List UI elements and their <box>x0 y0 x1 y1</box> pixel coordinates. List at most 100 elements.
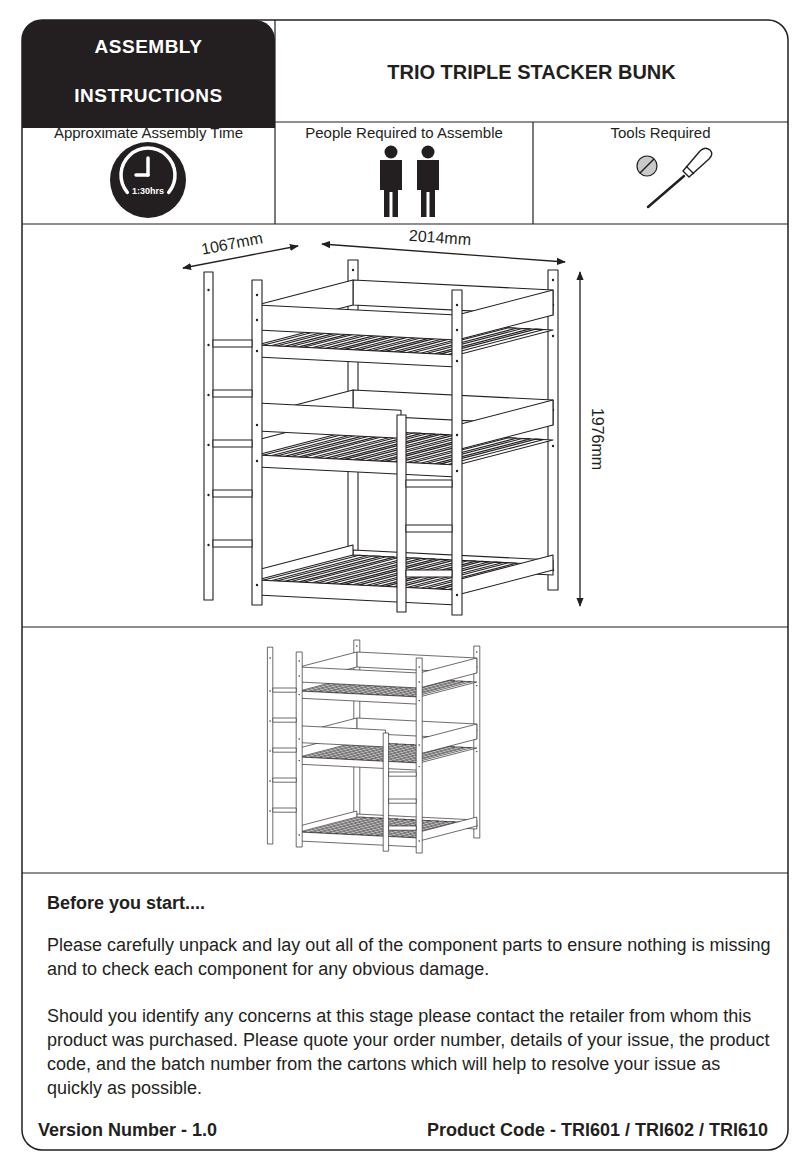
bed-post <box>474 646 480 838</box>
bolt-hole <box>418 700 419 701</box>
person-body <box>417 160 439 217</box>
ladder-rung <box>213 440 252 447</box>
bolt-hole <box>552 445 554 447</box>
bed-post <box>452 290 462 615</box>
bolt-hole <box>298 660 299 661</box>
divider-line <box>22 872 788 873</box>
tools-icon <box>637 148 712 207</box>
bolt-hole <box>418 840 419 841</box>
divider-line <box>22 626 788 627</box>
dimension-label: 2014mm <box>408 227 471 249</box>
info-cell: Approximate Assembly Time1:30hrs <box>22 122 275 224</box>
clock-badge: 1:30hrs <box>110 142 186 218</box>
bolt-hole <box>298 738 299 739</box>
bolt-hole <box>456 329 458 331</box>
ladder-rung <box>213 490 252 497</box>
bolt-hole <box>456 360 458 362</box>
bolt-hole <box>552 335 554 337</box>
bolt-hole <box>207 394 209 396</box>
ladder-rung <box>389 799 417 803</box>
end-board <box>457 400 553 450</box>
end-board <box>457 290 553 340</box>
clock-face <box>110 142 186 218</box>
divider-line <box>22 223 788 224</box>
product-code: Product Code - TRI601 / TRI602 / TRI610 <box>427 1119 768 1141</box>
screwdriver-shaft <box>648 176 684 207</box>
notes-panel: Before you start.... Please carefully unp… <box>22 873 788 1113</box>
bed-post <box>252 280 262 605</box>
clock-hand <box>146 158 150 175</box>
bolt-hole <box>256 424 258 426</box>
ladder-rung <box>213 540 252 547</box>
bolt-hole <box>269 810 270 811</box>
bolt-hole <box>256 319 258 321</box>
end-board <box>419 817 477 841</box>
bunk-illustration <box>204 260 558 615</box>
side-board <box>299 726 385 747</box>
bed-post <box>296 652 302 847</box>
end-board <box>457 555 553 595</box>
bolt-hole <box>269 657 270 658</box>
cell-text: People Required to Assemble <box>275 124 533 142</box>
ladder-rung <box>273 748 296 752</box>
drill-bit <box>637 156 657 176</box>
side-board <box>257 580 457 605</box>
bolt-hole <box>256 294 258 296</box>
bolt-hole <box>352 269 354 271</box>
bed-post <box>548 270 558 590</box>
side-board <box>257 455 457 477</box>
bolt-hole <box>298 694 299 695</box>
heading-text: Before you start.... <box>47 891 777 915</box>
bolt-hole <box>269 690 270 691</box>
ladder-rung <box>273 718 296 722</box>
info-cell: Tools Required <box>533 122 788 224</box>
cell-text: 1:30hrs <box>110 185 186 197</box>
bed-post <box>416 658 422 853</box>
people-icon <box>380 146 439 218</box>
ladder-rung <box>273 688 296 692</box>
person-head <box>385 146 398 159</box>
body-text: Please carefully unpack and lay out all … <box>47 933 777 981</box>
bolt-hole <box>456 470 458 472</box>
person-body <box>380 160 402 217</box>
bolt-hole <box>298 675 299 676</box>
bolt-hole <box>269 720 270 721</box>
divider-line <box>532 122 533 224</box>
body-text: Should you identify any concerns at this… <box>47 1004 777 1100</box>
bolt-hole <box>456 434 458 436</box>
bolt-hole <box>256 350 258 352</box>
bolt-hole <box>207 289 209 291</box>
bolt-hole <box>298 834 299 835</box>
bolt-hole <box>456 304 458 306</box>
bolt-hole <box>418 681 419 682</box>
ladder-rung <box>273 778 296 782</box>
ladder-rung <box>389 826 417 830</box>
bolt-hole <box>256 460 258 462</box>
dimension-lines <box>183 244 580 606</box>
side-board <box>257 403 401 438</box>
dimension-arrow <box>579 272 580 606</box>
bolt-hole <box>476 685 477 686</box>
page-title: TRIO TRIPLE STACKER BUNK <box>275 60 788 84</box>
ladder-rung <box>406 480 452 487</box>
bunk-illustration <box>267 640 479 853</box>
person-head <box>422 146 435 159</box>
screwdriver-handle <box>686 166 694 174</box>
version-number: Version Number - 1.0 <box>38 1119 217 1141</box>
bolt-hole <box>552 279 554 281</box>
bolt-hole <box>269 780 270 781</box>
side-board <box>299 832 419 847</box>
bolt-hole <box>256 584 258 586</box>
info-cell: People Required to Assemble <box>275 122 533 224</box>
drill-bit <box>640 159 654 173</box>
bolt-hole <box>298 760 299 761</box>
clock-hand <box>136 173 148 177</box>
page-frame <box>22 20 788 1150</box>
cell-text: Tools Required <box>533 124 788 142</box>
ladder-post <box>204 272 213 600</box>
dimension-label: 1976mm <box>588 408 606 470</box>
bolt-hole <box>418 744 419 745</box>
end-board <box>419 658 477 688</box>
bolt-hole <box>476 751 477 752</box>
bolt-hole <box>269 750 270 751</box>
